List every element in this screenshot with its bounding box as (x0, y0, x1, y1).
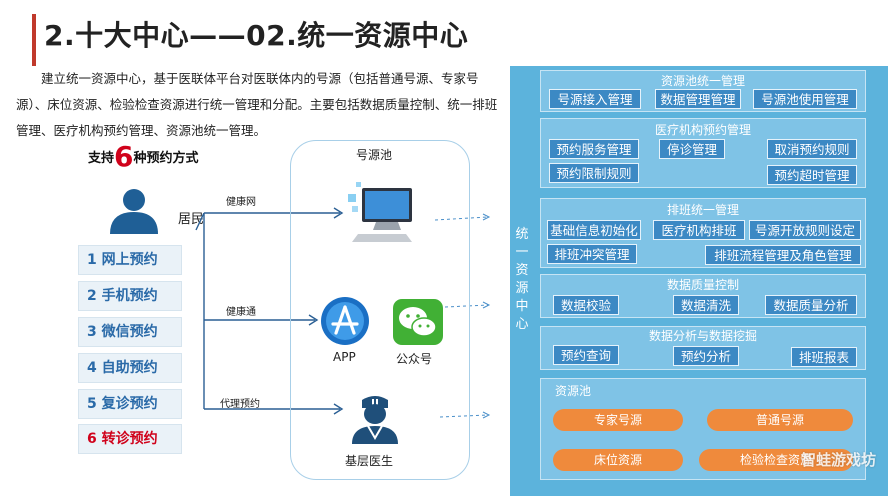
method-item-referral: 6 转诊预约 (78, 424, 182, 454)
connector-lines (195, 207, 491, 419)
item-booking-analysis: 预约分析 (673, 346, 739, 366)
item-schedule-report: 排班报表 (791, 347, 857, 367)
vertical-center-label: 统一资源中心 (515, 227, 529, 332)
section-schedule-management: 排班统一管理 基础信息初始化 医疗机构排班 号源开放规则设定 排班冲突管理 排班… (540, 198, 866, 268)
item-conflict: 排班冲突管理 (547, 244, 637, 264)
wechat-icon (393, 299, 443, 345)
pill-expert-source: 专家号源 (553, 409, 683, 431)
method-item-revisit: 5 复诊预约 (78, 389, 182, 419)
item-flow-role: 排班流程管理及角色管理 (705, 245, 861, 265)
doctor-label: 基层医生 (345, 454, 394, 468)
support-heading: 支持6种预约方式 (88, 140, 199, 173)
method-item-wechat: 3 微信预约 (78, 317, 182, 347)
item-timeout: 预约超时管理 (767, 165, 857, 185)
support-suffix: 种预约方式 (133, 151, 199, 166)
support-prefix: 支持 (88, 151, 115, 166)
item-cancel-rules: 取消预约规则 (767, 139, 857, 159)
method-item-selfservice: 4 自助预约 (78, 353, 182, 383)
computer-icon (348, 182, 412, 242)
section-title: 数据分析与数据挖掘 (648, 329, 757, 343)
section-data-analysis: 数据分析与数据挖掘 预约查询 预约分析 排班报表 (540, 326, 866, 370)
channel-label-health-app: 健康通 (226, 307, 256, 318)
resource-pool-box (290, 140, 470, 480)
watermark-logo: 智蛙游戏坊 (800, 451, 876, 469)
section-resource-pool-management: 资源池统一管理 号源接入管理 数据管理管理 号源池使用管理 (540, 70, 866, 112)
pill-bed-resource: 床位资源 (553, 449, 683, 471)
support-number: 6 (114, 140, 134, 173)
item-pool-usage: 号源池使用管理 (753, 89, 857, 109)
item-booking-query: 预约查询 (553, 345, 619, 365)
item-institution-schedule: 医疗机构排班 (653, 220, 745, 240)
pill-regular-source: 普通号源 (707, 409, 853, 431)
resident-person-icon (110, 189, 158, 234)
section-title: 资源池统一管理 (660, 74, 745, 88)
app-store-icon (321, 297, 369, 345)
item-quality-analysis: 数据质量分析 (765, 295, 857, 315)
wechat-label: 公众号 (396, 352, 433, 366)
method-item-online: 1 网上预约 (78, 245, 182, 275)
doctor-icon (352, 396, 398, 444)
section-resource-pool: 资源池 专家号源 普通号源 床位资源 检验检查资源 (540, 378, 866, 480)
intro-paragraph: 建立统一资源中心，基于医联体平台对医联体内的号源（包括普通号源、专家号源）、床位… (16, 71, 498, 138)
title-accent-bar (32, 14, 36, 66)
resident-label: 居民 (178, 212, 205, 227)
item-booking-service: 预约服务管理 (549, 139, 639, 159)
item-open-rules: 号源开放规则设定 (749, 220, 861, 240)
method-item-mobile: 2 手机预约 (78, 281, 182, 311)
section-data-quality: 数据质量控制 数据校验 数据清洗 数据质量分析 (540, 274, 866, 318)
section-title: 医疗机构预约管理 (654, 123, 751, 137)
channel-label-proxy: 代理预约 (220, 399, 260, 410)
item-data-validation: 数据校验 (553, 295, 619, 315)
item-clinic-suspension: 停诊管理 (659, 139, 725, 159)
section-title: 数据质量控制 (666, 278, 739, 292)
pill-lab-resource: 检验检查资源 (699, 449, 853, 471)
item-source-access: 号源接入管理 (549, 89, 641, 109)
item-basic-init: 基础信息初始化 (547, 220, 641, 240)
item-limit-rules: 预约限制规则 (549, 163, 639, 183)
section-title: 资源池 (555, 384, 592, 398)
app-label: APP (333, 350, 356, 364)
page-title: 2.十大中心——02.统一资源中心 (44, 19, 469, 52)
item-data-cleansing: 数据清洗 (673, 295, 739, 315)
section-title: 排班统一管理 (666, 203, 739, 217)
section-institution-booking: 医疗机构预约管理 预约服务管理 停诊管理 取消预约规则 预约限制规则 预约超时管… (540, 118, 866, 188)
resource-pool-title: 号源池 (356, 148, 393, 162)
channel-label-health-web: 健康网 (226, 197, 256, 208)
item-data-management: 数据管理管理 (655, 89, 741, 109)
